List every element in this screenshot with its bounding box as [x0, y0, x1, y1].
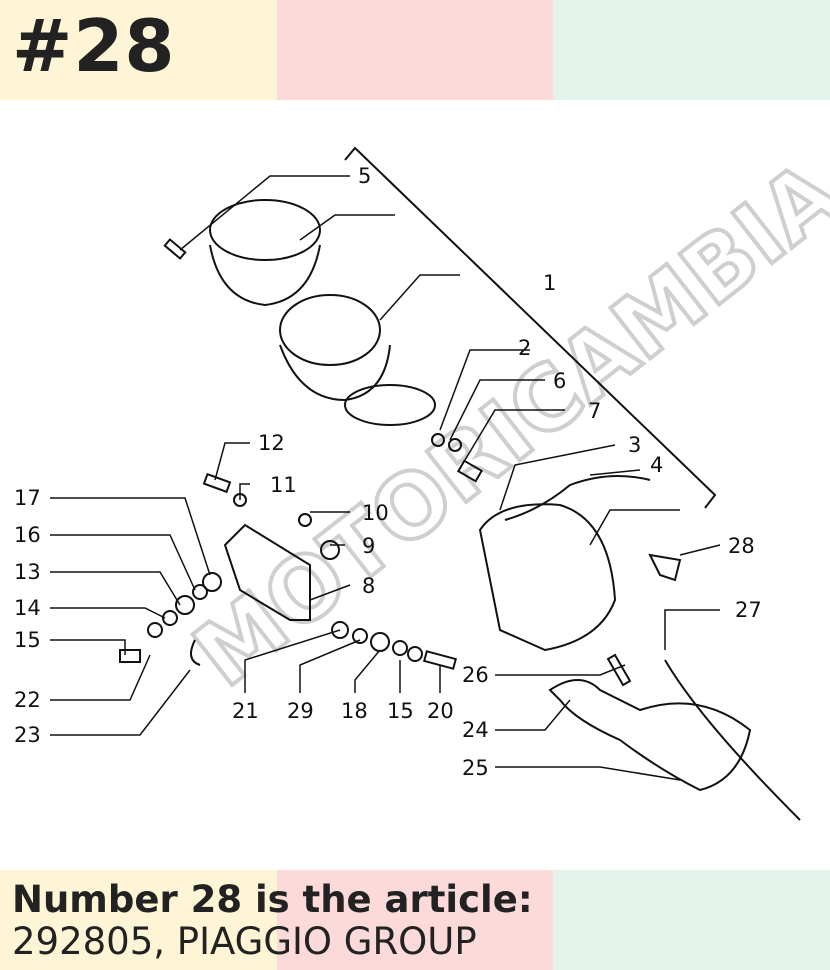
parts-drawing	[119, 146, 801, 821]
callout-13: 13	[14, 560, 41, 584]
callout-17: 17	[14, 486, 41, 510]
callout-28: 28	[728, 534, 755, 558]
leader-lines	[50, 175, 721, 781]
callout-25: 25	[462, 756, 489, 780]
callout-7: 7	[588, 399, 601, 423]
callout-11: 11	[270, 473, 297, 497]
callout-21: 21	[232, 699, 259, 723]
watermark-text: MOTORICAMBIA	[175, 141, 830, 706]
callout-5: 5	[358, 164, 371, 188]
callout-15-left: 15	[14, 628, 41, 652]
exploded-parts-diagram: MOTORICAMBIA	[14, 139, 830, 821]
band-mint	[553, 0, 830, 100]
callout-10: 10	[362, 501, 389, 525]
band-yellow	[0, 870, 277, 970]
article-number: 292805, PIAGGIO GROUP	[12, 920, 477, 963]
callout-2: 2	[518, 336, 531, 360]
callout-29: 29	[287, 699, 314, 723]
callout-23: 23	[14, 723, 41, 747]
page-title: #28	[12, 4, 176, 88]
callout-16: 16	[14, 523, 41, 547]
callout-1: 1	[543, 271, 556, 295]
callout-12: 12	[258, 431, 285, 455]
callout-20: 20	[427, 699, 454, 723]
callout-15-bottom: 15	[387, 699, 414, 723]
band-pink	[276, 870, 554, 970]
footer-band	[0, 870, 830, 970]
callout-22: 22	[14, 688, 41, 712]
band-pink	[276, 0, 554, 100]
callout-26: 26	[462, 663, 489, 687]
callout-3: 3	[628, 433, 641, 457]
header-band	[0, 0, 830, 100]
callout-14: 14	[14, 596, 41, 620]
watermark: MOTORICAMBIA	[173, 139, 830, 708]
callout-4: 4	[650, 453, 663, 477]
callout-24: 24	[462, 718, 489, 742]
band-yellow	[0, 0, 277, 100]
callout-labels: 5 1 2 6 7 3 4 12 11 10 9 8 28 27 17 16 1…	[14, 164, 762, 780]
callout-18: 18	[341, 699, 368, 723]
callout-9: 9	[362, 534, 375, 558]
callout-6: 6	[553, 369, 566, 393]
callout-27: 27	[735, 598, 762, 622]
band-mint	[553, 870, 830, 970]
article-caption: Number 28 is the article:	[12, 878, 533, 921]
callout-8: 8	[362, 574, 375, 598]
